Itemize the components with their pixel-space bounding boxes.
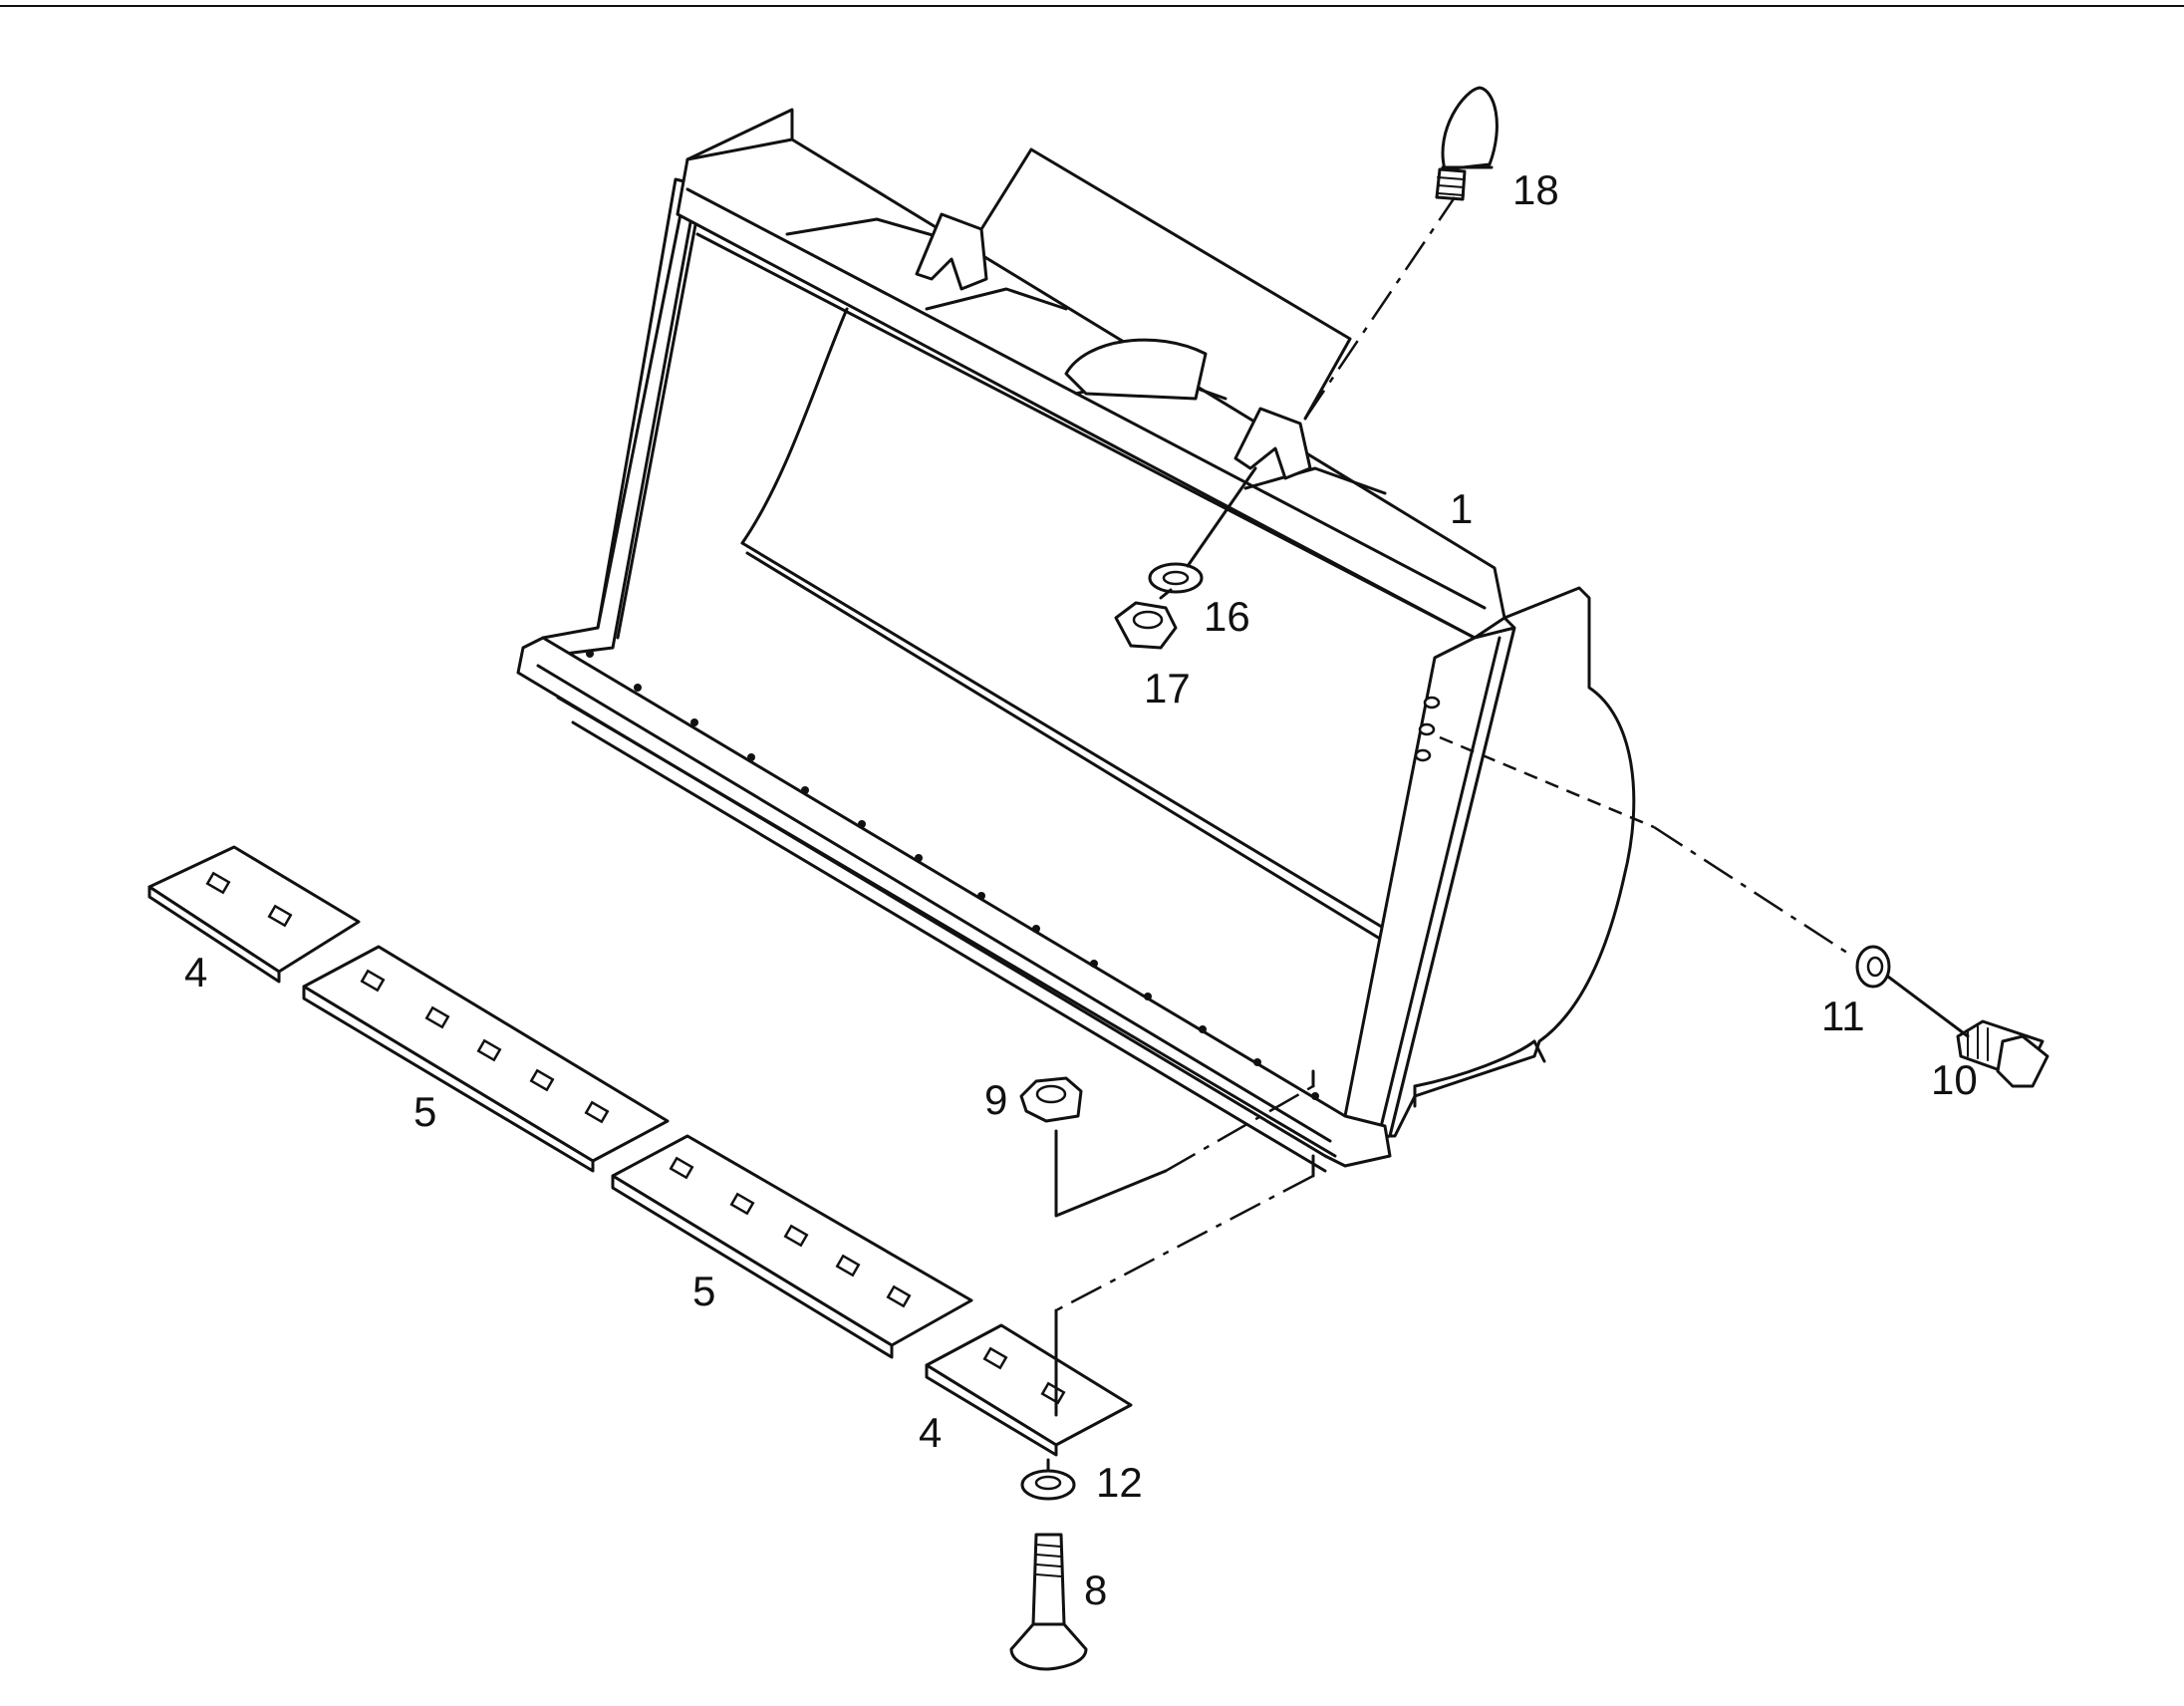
assembly-lines xyxy=(979,147,1970,1473)
rubber-stop-18 xyxy=(1435,86,1499,201)
mount-lug-left xyxy=(915,212,988,291)
bucket-rear-shell xyxy=(1388,586,1636,1138)
callout-10: 10 xyxy=(1931,1056,1978,1103)
nut-17 xyxy=(1114,601,1178,650)
edge-segment-4-left xyxy=(147,845,361,984)
callout-4-right: 4 xyxy=(919,1409,942,1456)
bucket-inner-curve xyxy=(740,307,849,545)
callout-16: 16 xyxy=(1204,593,1250,640)
edge-segment-5-right xyxy=(611,1134,973,1359)
rail-center-hump xyxy=(1064,338,1208,401)
callout-11: 11 xyxy=(1821,993,1865,1039)
nut-9 xyxy=(1019,1076,1083,1123)
bucket-base-edge xyxy=(516,636,1392,1168)
callout-8: 8 xyxy=(1084,1566,1107,1613)
edge-segment-5-left xyxy=(302,945,670,1173)
edge-segment-4-right xyxy=(925,1323,1133,1457)
callout-5-right: 5 xyxy=(692,1268,715,1314)
callout-4-left: 4 xyxy=(184,949,207,995)
washer-12 xyxy=(1020,1469,1076,1501)
callout-12: 12 xyxy=(1096,1459,1143,1506)
bucket xyxy=(516,108,1636,1173)
mount-lug-right xyxy=(1233,407,1312,480)
callout-5-left: 5 xyxy=(413,1088,436,1135)
plow-bolt-8 xyxy=(1009,1533,1088,1671)
base-plate-holes xyxy=(586,650,1319,1100)
callout-17: 17 xyxy=(1144,665,1191,711)
callout-18: 18 xyxy=(1512,166,1559,213)
washer-16 xyxy=(1148,562,1204,594)
bolt-10 xyxy=(1956,1019,2049,1088)
washer-11 xyxy=(1855,945,1891,989)
callout-9: 9 xyxy=(984,1076,1007,1123)
callout-1: 1 xyxy=(1450,485,1473,532)
